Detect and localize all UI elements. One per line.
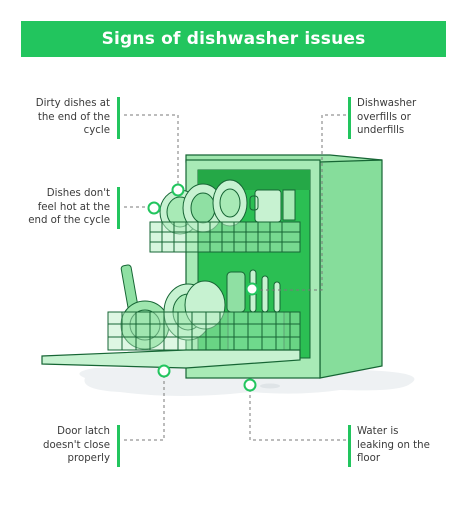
upper-rack	[149, 221, 301, 253]
callout-door-latch: Door latch doesn't close properly	[14, 425, 110, 466]
callout-line: Water is	[357, 426, 399, 437]
callout-accent-bar	[117, 425, 120, 467]
callout-leaking: Water is leaking on the floor	[357, 425, 457, 466]
dishwasher-side	[319, 159, 383, 379]
callout-line: feel hot at the	[37, 201, 110, 213]
callout-accent-bar	[117, 187, 120, 229]
callout-line: overfills or	[357, 111, 411, 123]
callout-accent-bar	[348, 425, 351, 467]
callout-line: Dishes don't	[46, 188, 110, 199]
callout-line: Dishwasher	[357, 98, 417, 109]
callout-dishes-not-hot: Dishes don't feel hot at the end of the …	[14, 187, 110, 228]
callout-line: end of the cycle	[28, 215, 110, 226]
callout-overfills: Dishwasher overfills or underfills	[357, 97, 457, 138]
dishwasher-door	[41, 349, 301, 369]
callout-line: Dirty dishes at	[35, 98, 110, 109]
callout-line: floor	[357, 453, 381, 464]
callout-line: leaking on the	[357, 439, 430, 451]
callout-line: underfills	[357, 125, 405, 136]
title-banner: Signs of dishwasher issues	[21, 21, 446, 57]
callout-markers	[147, 183, 259, 392]
callout-accent-bar	[117, 97, 120, 139]
callout-accent-bar	[348, 97, 351, 139]
lower-rack	[107, 311, 301, 351]
leader-lines	[124, 114, 346, 441]
callout-dirty-dishes: Dirty dishes at the end of the cycle	[14, 97, 110, 138]
callout-line: Door latch	[57, 426, 110, 437]
callout-line: cycle	[83, 125, 110, 136]
callout-line: the end of the	[37, 111, 110, 123]
callout-line: properly	[67, 453, 110, 464]
callout-line: doesn't close	[42, 439, 110, 451]
page-title: Signs of dishwasher issues	[101, 29, 366, 49]
